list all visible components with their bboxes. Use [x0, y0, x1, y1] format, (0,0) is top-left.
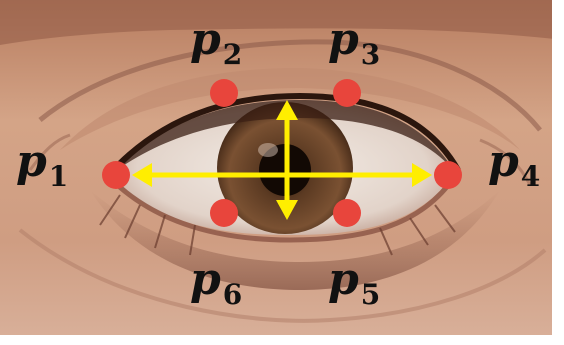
landmark-dot-p4 [434, 161, 462, 189]
label-p3: p3 [328, 18, 380, 62]
landmark-dot-p3 [333, 79, 361, 107]
label-p2: p2 [190, 18, 242, 62]
label-p4: p4 [488, 140, 540, 184]
landmark-dot-p5 [333, 199, 361, 227]
label-p6: p6 [190, 258, 242, 302]
label-p5: p5 [328, 258, 380, 302]
landmark-dot-p6 [210, 199, 238, 227]
label-p1: p1 [16, 140, 68, 184]
landmark-dot-p1 [102, 161, 130, 189]
landmark-dot-p2 [210, 79, 238, 107]
